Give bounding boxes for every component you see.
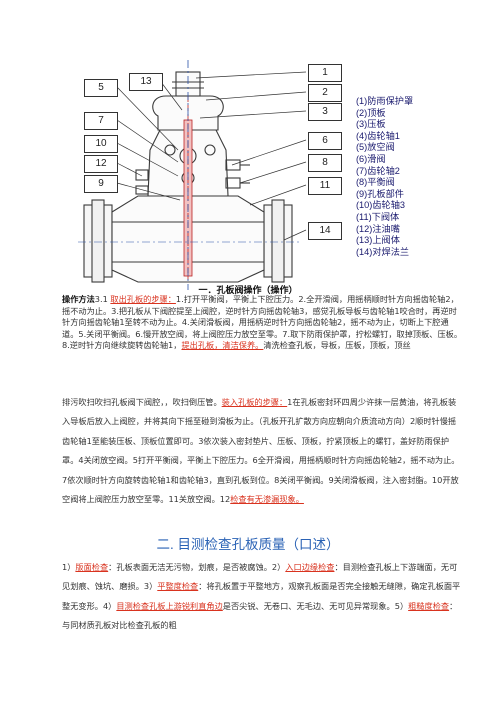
callout-12: 12 bbox=[84, 155, 118, 173]
legend-item: (7)齿轮轴2 bbox=[356, 165, 400, 176]
highlight-install-steps: 装入孔板的步骤： bbox=[221, 397, 288, 407]
callout-2: 2 bbox=[308, 84, 342, 102]
callout-9: 9 bbox=[84, 175, 118, 193]
legend-item: (4)齿轮轴1 bbox=[356, 130, 400, 141]
legend-item: (2)顶板 bbox=[356, 107, 386, 118]
valve-diagram bbox=[78, 60, 307, 290]
callout-8: 8 bbox=[308, 154, 342, 172]
text: ：将孔板置于平整地方，观察孔板面是否完全接触无缝隙，确定孔板面平整无变形。4） bbox=[62, 581, 461, 611]
highlight-roughness-check: 粗糙度检查 bbox=[408, 600, 450, 611]
text: 是否尖锐、无卷口、无毛边、无可见异常现象。5） bbox=[222, 600, 409, 611]
lead-label: 操作方法 bbox=[62, 294, 95, 304]
legend-item: (14)对焊法兰 bbox=[356, 246, 410, 257]
highlight-surface-check: 版面检查 bbox=[75, 562, 109, 572]
legend-item: (12)注油嘴 bbox=[356, 223, 400, 234]
callout-10: 10 bbox=[84, 135, 118, 153]
section-1-title: 一．孔板阀操作（操作） bbox=[198, 286, 298, 296]
highlight-removal-steps: 取出孔板的步骤： bbox=[110, 294, 176, 304]
callout-13: 13 bbox=[129, 73, 163, 91]
removal-steps-paragraph: 操作方法3.1 取出孔板的步骤：1.打开平衡阀，平衡上下腔压力。2.全开滑阀，用… bbox=[62, 294, 464, 352]
highlight-edge-check: 入口边缘检查 bbox=[285, 562, 335, 572]
callout-5: 5 bbox=[84, 79, 118, 97]
legend-item: (11)下阀体 bbox=[356, 211, 400, 222]
text: 1） bbox=[62, 562, 76, 572]
legend-item: (6)滑阀 bbox=[356, 153, 386, 164]
highlight-sharp-edge-check: 目测检查孔板上游锐利直角边 bbox=[116, 600, 223, 611]
text: ：目测检查孔板上下游端面，无可见划痕、蚀坑、磨损。3） bbox=[62, 562, 458, 592]
text: 清洗检查孔板，导板，压板，顶板，顶丝 bbox=[263, 340, 411, 351]
legend-item: (5)放空阀 bbox=[356, 142, 395, 153]
text: 1在孔板密封环四周少许抹一层黄油，将孔板装入导板后放入上阀腔，并将其向下摇至碰到… bbox=[62, 397, 460, 505]
text: 1.打开平衡阀，平衡上下腔压力。2.全开滑阀，用摇柄顺时针方向摇齿轮轴2，摇不动… bbox=[62, 294, 463, 351]
legend-item: (1)防雨保护罩 bbox=[356, 96, 414, 106]
callout-11: 11 bbox=[308, 177, 342, 195]
callout-7: 7 bbox=[84, 112, 118, 130]
legend-item: (3)压板 bbox=[356, 119, 386, 130]
legend-item: (9)孔板部件 bbox=[356, 188, 404, 199]
section-2-title: 二. 目测检查孔板质量（口述） bbox=[156, 537, 340, 552]
highlight-leak-check: 检查有无渗漏现象。 bbox=[230, 494, 304, 505]
highlight-flatness-check: 平整度检查 bbox=[157, 581, 199, 592]
parts-legend: (1)防雨保护罩 (2)顶板 (3)压板 (4)齿轮轴1 (5)放空阀 (6)滑… bbox=[356, 96, 494, 258]
callout-6: 6 bbox=[308, 132, 342, 150]
text: 排污吹扫吹扫孔板阀下阀腔，，吹扫倒压管。 bbox=[62, 397, 222, 407]
callout-1: 1 bbox=[308, 64, 342, 82]
callout-14: 14 bbox=[308, 222, 342, 240]
text: ：与同材质孔板对比检查孔板的粗 bbox=[62, 600, 458, 631]
highlight-lift-plate: 提出孔板，清洁保养。 bbox=[181, 340, 264, 351]
inspection-paragraph: 1）版面检查：孔板表面无洁无污物，划痕，是否被腐蚀。2）入口边缘检查：目测检查孔… bbox=[62, 558, 464, 636]
leader-lines bbox=[116, 71, 307, 241]
legend-item: (10)齿轮轴3 bbox=[356, 200, 406, 211]
callout-3: 3 bbox=[308, 103, 342, 121]
text: ：孔板表面无洁无污物，划痕，是否被腐蚀。2） bbox=[108, 562, 286, 572]
text: 3.1 bbox=[94, 294, 111, 304]
install-steps-paragraph: 排污吹扫吹扫孔板阀下阀腔，，吹扫倒压管。装入孔板的步骤：1在孔板密封环四周少许抹… bbox=[62, 393, 464, 509]
legend-item: (13)上阀体 bbox=[356, 235, 400, 246]
legend-item: (8)平衡阀 bbox=[356, 177, 395, 188]
